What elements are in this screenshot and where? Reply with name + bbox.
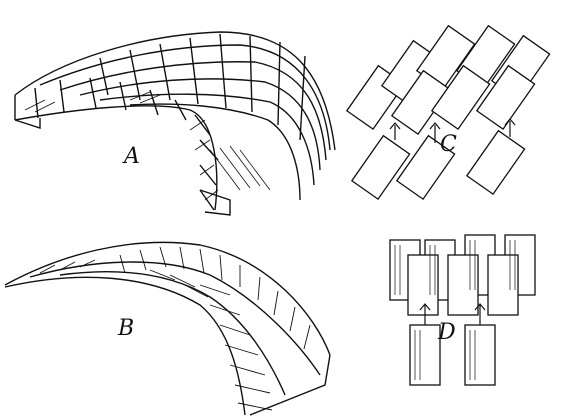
arch-drawing-b [4,241,331,416]
tiles-drawing-c [345,25,551,201]
label-b: B [118,316,135,341]
label-a: A [124,144,140,169]
vault-drawing-a [14,31,336,216]
tiles-drawing-d [389,234,536,386]
label-c: C [440,132,457,157]
label-d: D [438,320,456,345]
